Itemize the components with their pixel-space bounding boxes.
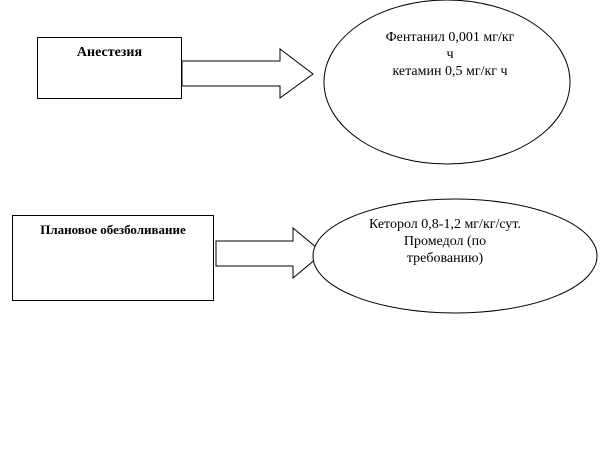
ellipse-planned-line: Промедол (по <box>403 234 487 249</box>
ellipse-planned-line: требованию) <box>406 251 484 266</box>
box-planned-analgesia: Плановое обезболивание <box>12 215 214 301</box>
arrow-right-icon <box>215 226 324 280</box>
ellipse-planned-text: Кеторол 0,8-1,2 мг/кг/сут. Промедол (по … <box>345 216 545 267</box>
ellipse-anesthesia <box>323 0 571 165</box>
ellipse-planned <box>312 198 598 314</box>
box-anesthesia-label: Анестезия <box>76 45 143 60</box>
box-anesthesia: Анестезия <box>37 37 182 99</box>
ellipse-anesthesia-line: кетамин 0,5 мг/кг ч <box>392 64 508 79</box>
ellipse-anesthesia-line: ч <box>446 47 454 62</box>
ellipse-planned-line: Кеторол 0,8-1,2 мг/кг/сут. <box>369 217 521 232</box>
arrow-right-icon <box>181 47 314 99</box>
box-planned-analgesia-label: Плановое обезболивание <box>40 222 186 237</box>
ellipse-anesthesia-line: Фентанил 0,001 мг/кг <box>385 30 515 45</box>
ellipse-anesthesia-text: Фентанил 0,001 мг/кг ч кетамин 0,5 мг/кг… <box>355 29 545 80</box>
